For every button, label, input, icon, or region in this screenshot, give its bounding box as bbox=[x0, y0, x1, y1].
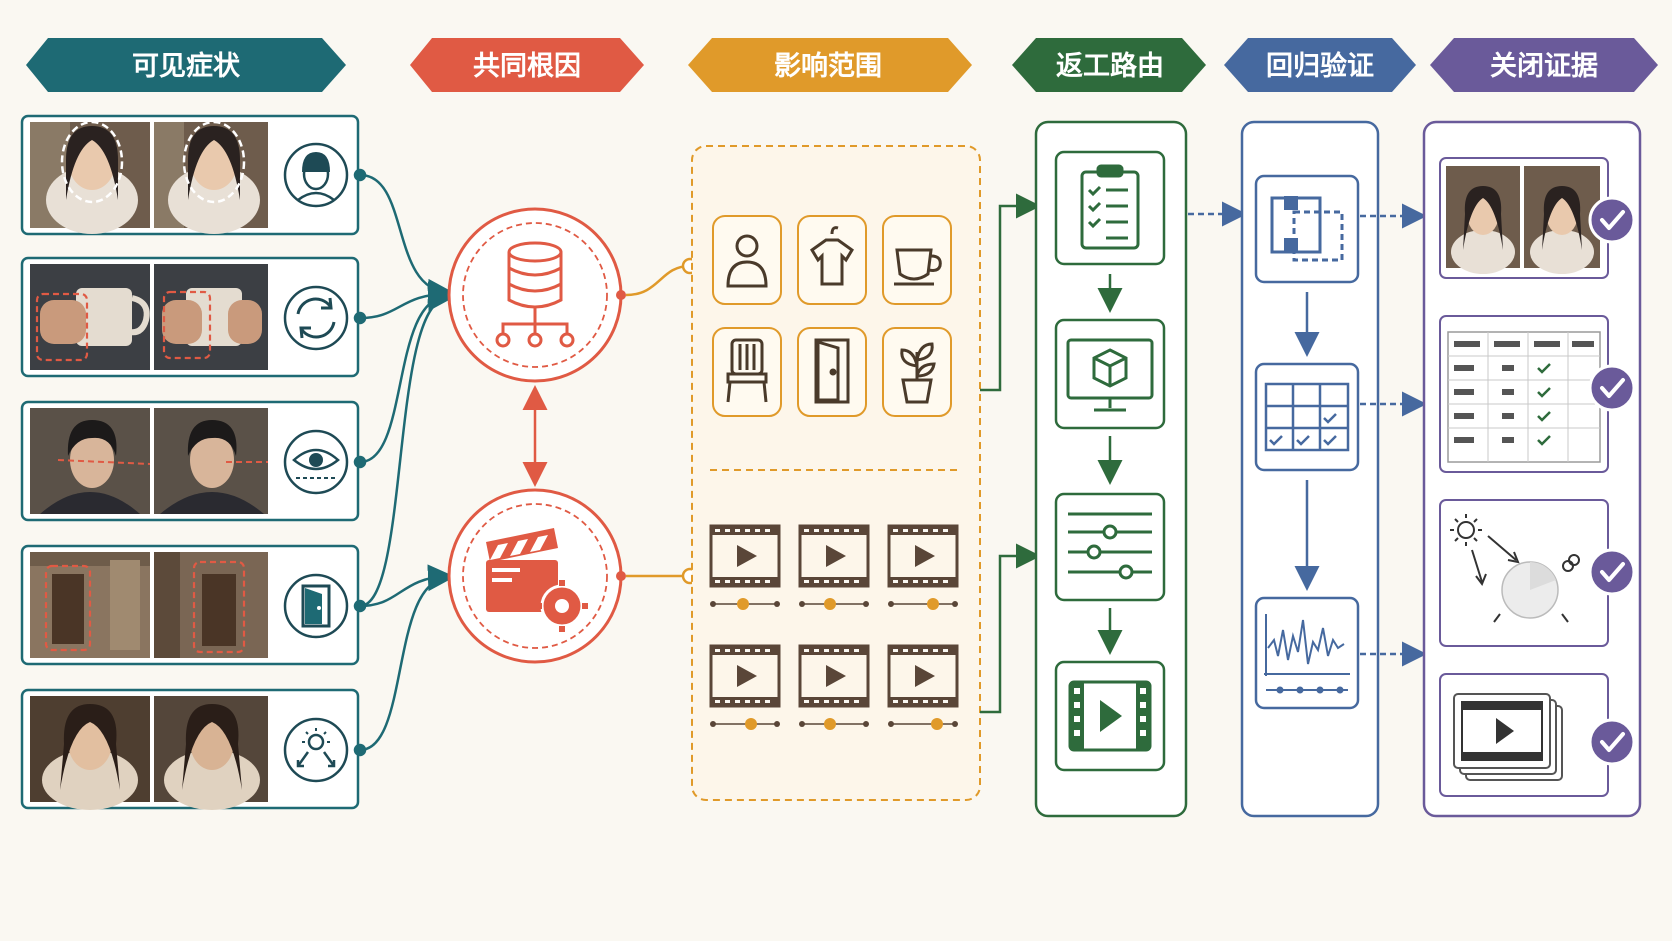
check-badge-icon bbox=[1588, 364, 1636, 412]
header-closure-evidence: 关闭证据 bbox=[1430, 38, 1658, 92]
header-rework-routing: 返工路由 bbox=[1012, 38, 1206, 92]
impact-scope-panel bbox=[691, 145, 981, 801]
asset-chair[interactable] bbox=[712, 327, 782, 417]
check-table-icon bbox=[1264, 382, 1350, 452]
symptom-connectors bbox=[353, 168, 453, 757]
sliders-icon bbox=[1068, 512, 1152, 580]
monitor-3d-icon bbox=[1066, 338, 1154, 412]
check-badge-icon bbox=[1588, 548, 1636, 596]
header-label: 关闭证据 bbox=[1490, 51, 1598, 82]
shirt-icon bbox=[810, 226, 854, 286]
check-badge-icon bbox=[1588, 196, 1636, 244]
header-banner bbox=[1012, 38, 1206, 92]
regression-step-check-table[interactable] bbox=[1254, 362, 1360, 472]
impact-to-rework-connector-bottom bbox=[980, 543, 1041, 714]
lighting-diagram-icon bbox=[1450, 514, 1580, 623]
door-before-thumbnail bbox=[30, 552, 150, 658]
root-cause-asset-database[interactable] bbox=[447, 207, 626, 383]
sync-icon bbox=[283, 285, 349, 351]
portrait-pair-thumbnail bbox=[1446, 166, 1600, 274]
asset-door[interactable] bbox=[797, 327, 867, 417]
regression-step-waveform[interactable] bbox=[1254, 596, 1360, 710]
affected-shot-5[interactable] bbox=[798, 644, 870, 730]
header-banner bbox=[1430, 38, 1658, 92]
door-after-thumbnail bbox=[154, 552, 268, 658]
header-label: 回归验证 bbox=[1266, 50, 1374, 82]
asset-plant[interactable] bbox=[882, 327, 952, 417]
header-banner bbox=[1224, 38, 1416, 92]
man-after-thumbnail bbox=[154, 408, 268, 514]
check-badge-icon bbox=[1588, 718, 1636, 766]
symptom-card-lighting[interactable] bbox=[20, 688, 360, 810]
header-banner bbox=[410, 38, 644, 92]
rework-step-3d-asset[interactable] bbox=[1054, 318, 1166, 430]
header-label: 返工路由 bbox=[1056, 50, 1164, 82]
header-banner bbox=[26, 38, 346, 92]
check-table-icon bbox=[1447, 331, 1601, 463]
affected-shot-4[interactable] bbox=[709, 644, 781, 730]
door-icon bbox=[814, 338, 850, 404]
evidence-portrait-pair[interactable] bbox=[1439, 157, 1636, 279]
impact-to-rework-connector-top bbox=[980, 193, 1041, 392]
clipboard-checklist-icon bbox=[1080, 164, 1140, 250]
root-cause-production-pipeline[interactable] bbox=[447, 488, 626, 664]
light-direction-icon bbox=[283, 717, 349, 783]
evidence-film-stack[interactable] bbox=[1439, 673, 1636, 797]
affected-shot-1[interactable] bbox=[709, 524, 781, 610]
affected-shot-6[interactable] bbox=[887, 644, 959, 730]
man-before-thumbnail bbox=[30, 408, 151, 514]
asset-shirt[interactable] bbox=[797, 215, 867, 305]
regression-to-evidence-connectors bbox=[1360, 203, 1427, 667]
mug-before-thumbnail bbox=[30, 264, 150, 370]
header-common-root-cause: 共同根因 bbox=[410, 38, 644, 92]
root-to-assets-connector bbox=[625, 264, 691, 297]
mug-after-thumbnail bbox=[154, 264, 268, 370]
header-banner bbox=[688, 38, 972, 92]
affected-shot-3[interactable] bbox=[887, 524, 959, 610]
header-regression-validation: 回归验证 bbox=[1224, 38, 1416, 92]
symptom-card-mug[interactable] bbox=[20, 256, 360, 378]
eye-icon bbox=[283, 429, 349, 495]
header-visible-symptoms: 可见症状 bbox=[26, 38, 346, 92]
database-icon bbox=[495, 241, 575, 348]
regression-step-overlay[interactable] bbox=[1254, 174, 1360, 284]
header-label: 共同根因 bbox=[473, 51, 581, 82]
rework-step-checklist[interactable] bbox=[1054, 150, 1166, 266]
film-stack-icon bbox=[1453, 693, 1563, 781]
asset-cup[interactable] bbox=[882, 215, 952, 305]
woman-lighting-before-thumbnail bbox=[30, 696, 150, 810]
woman-lighting-after-thumbnail bbox=[154, 696, 268, 810]
evidence-lighting-diagram[interactable] bbox=[1439, 499, 1636, 647]
affected-shot-2[interactable] bbox=[798, 524, 870, 610]
video-icon bbox=[1068, 680, 1152, 752]
header-impact-scope: 影响范围 bbox=[688, 38, 972, 92]
portrait-before-thumbnail bbox=[30, 120, 150, 234]
evidence-check-table[interactable] bbox=[1439, 315, 1636, 473]
symptom-card-eyeline[interactable] bbox=[20, 400, 360, 522]
chair-icon bbox=[726, 338, 768, 403]
rework-step-rerender[interactable] bbox=[1054, 660, 1166, 772]
cup-icon bbox=[894, 248, 942, 286]
overlay-compare-icon bbox=[1270, 196, 1344, 262]
header-label: 可见症状 bbox=[132, 51, 241, 82]
portrait-after-thumbnail bbox=[154, 120, 268, 234]
symptom-card-face[interactable] bbox=[20, 114, 360, 236]
header-label: 影响范围 bbox=[774, 50, 882, 82]
waveform-icon bbox=[1264, 614, 1350, 694]
symptom-card-door[interactable] bbox=[20, 544, 360, 666]
person-icon bbox=[726, 234, 768, 288]
plant-icon bbox=[900, 342, 936, 404]
rework-step-parameters[interactable] bbox=[1054, 492, 1166, 602]
asset-person[interactable] bbox=[712, 215, 782, 305]
clapperboard-gear-icon bbox=[486, 528, 588, 632]
door-icon bbox=[283, 573, 349, 639]
face-icon bbox=[283, 142, 349, 208]
